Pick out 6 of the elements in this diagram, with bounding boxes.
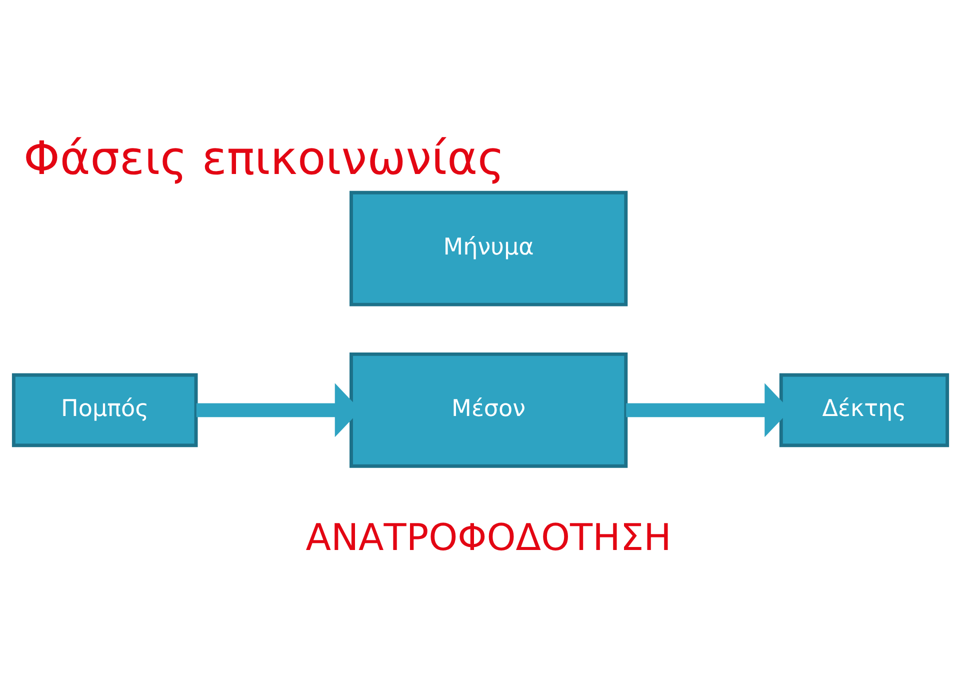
node-box: Μέσον: [349, 352, 628, 468]
node-box: Δέκτης: [778, 372, 949, 447]
node-box: Μήνυμα: [349, 190, 628, 306]
node-box: Πομπός: [11, 372, 198, 447]
label: ΑΝΑΤΡΟΦΟΔΟΤΗΣΗ: [305, 515, 671, 558]
diagram-title: Φάσεις επικοινωνίας: [23, 130, 504, 185]
